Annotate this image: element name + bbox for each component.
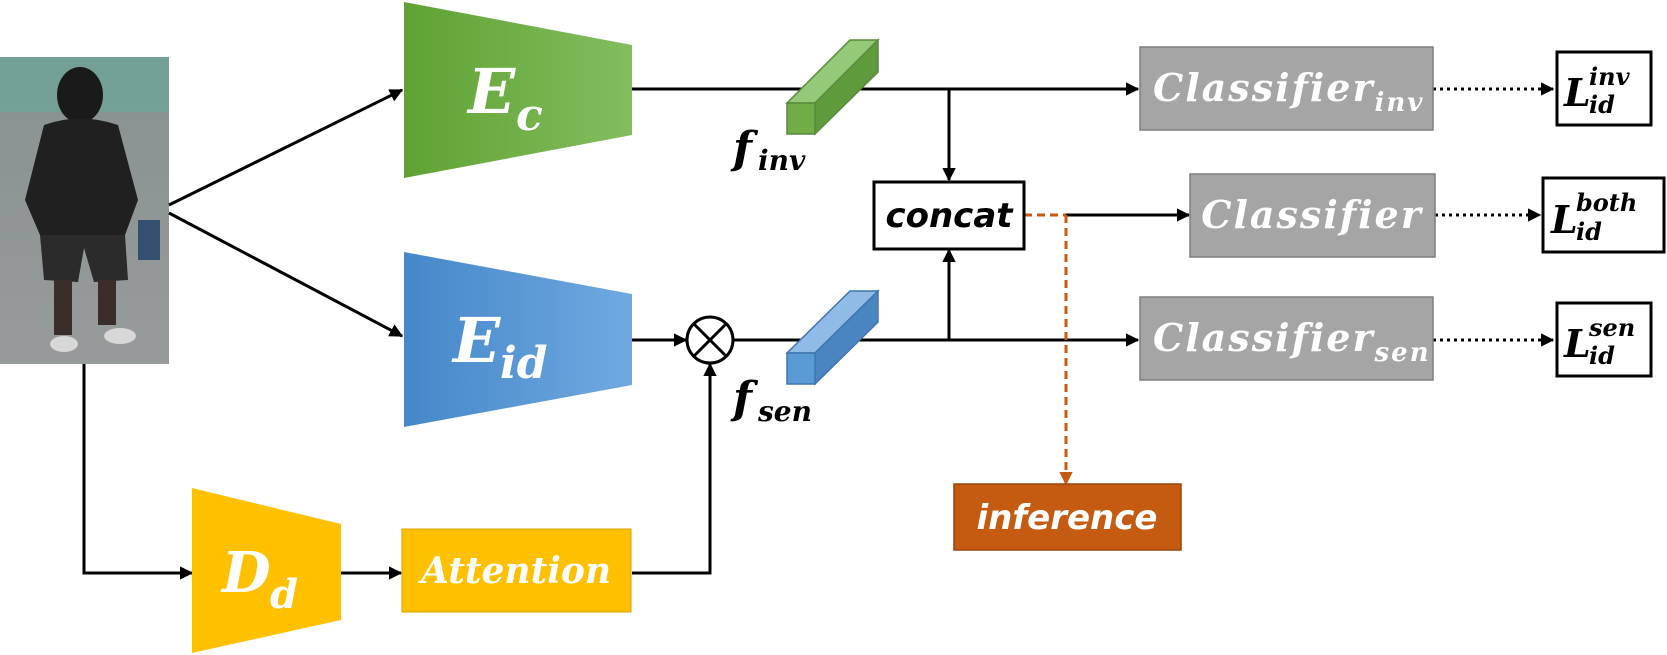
- classifier-sen-main: Classifier: [1153, 315, 1375, 360]
- attention-label: Attention: [418, 550, 611, 592]
- circle-times-icon: [685, 315, 735, 365]
- classifier-inv-sub: inv: [1375, 88, 1425, 118]
- loss-sen-sub: id: [1589, 341, 1615, 370]
- classifier-both-main: Classifier: [1201, 192, 1423, 237]
- decoder-dd-sub: d: [270, 571, 298, 618]
- decoder-dd: D d: [192, 488, 341, 653]
- arrow-image-to-dd: [82, 364, 194, 580]
- feature-inv-sub: inv: [758, 144, 806, 177]
- classifier-inv-main: Classifier: [1153, 65, 1375, 110]
- loss-sen-sup: sen: [1588, 313, 1635, 342]
- arrow-image-to-eid: [168, 211, 404, 338]
- loss-sen: L sen id: [1555, 301, 1653, 378]
- concat-label: concat: [885, 196, 1014, 236]
- classifier-sen-text: Classifiersen: [1153, 315, 1431, 368]
- encoder-ec-sub: c: [516, 90, 543, 141]
- classifier-sen: Classifiersen: [1139, 296, 1434, 381]
- classifier-both: Classifier: [1189, 173, 1436, 258]
- concat-block: concat: [872, 180, 1026, 251]
- classifier-inv: Classifierinv: [1139, 46, 1434, 131]
- loss-both: L both id: [1541, 176, 1666, 254]
- loss-both-main: L: [1550, 197, 1578, 242]
- feature-inv-block: [785, 38, 880, 136]
- feature-sen-sub: sen: [757, 395, 812, 428]
- arrow-image-to-ec: [168, 88, 404, 207]
- encoder-eid: E id: [404, 252, 632, 427]
- loss-sen-main: L: [1563, 321, 1591, 366]
- inference-block: inference: [953, 483, 1182, 551]
- attention-block: Attention: [401, 528, 632, 613]
- loss-inv-main: L: [1563, 70, 1591, 115]
- loss-inv: L inv id: [1555, 50, 1653, 127]
- feature-sen-block: [785, 289, 880, 386]
- feature-inv-main: f: [730, 123, 759, 174]
- loss-inv-sub: id: [1589, 90, 1615, 119]
- connections: [82, 82, 1555, 580]
- decoder-dd-main: D: [220, 540, 271, 606]
- encoder-ec: E c: [404, 2, 632, 178]
- loss-both-sub: id: [1576, 217, 1602, 246]
- feature-sen-main: f: [730, 373, 759, 424]
- encoder-eid-main: E: [451, 304, 501, 377]
- loss-inv-sup: inv: [1589, 62, 1631, 91]
- classifier-inv-text: Classifierinv: [1153, 65, 1424, 118]
- arrow-attention-to-multiply: [632, 362, 717, 575]
- encoder-eid-sub: id: [500, 338, 547, 389]
- input-person-image: [0, 57, 169, 364]
- loss-both-sup: both: [1576, 188, 1637, 217]
- inference-label: inference: [977, 498, 1158, 538]
- encoder-ec-main: E: [466, 55, 516, 128]
- classifier-sen-sub: sen: [1374, 338, 1431, 368]
